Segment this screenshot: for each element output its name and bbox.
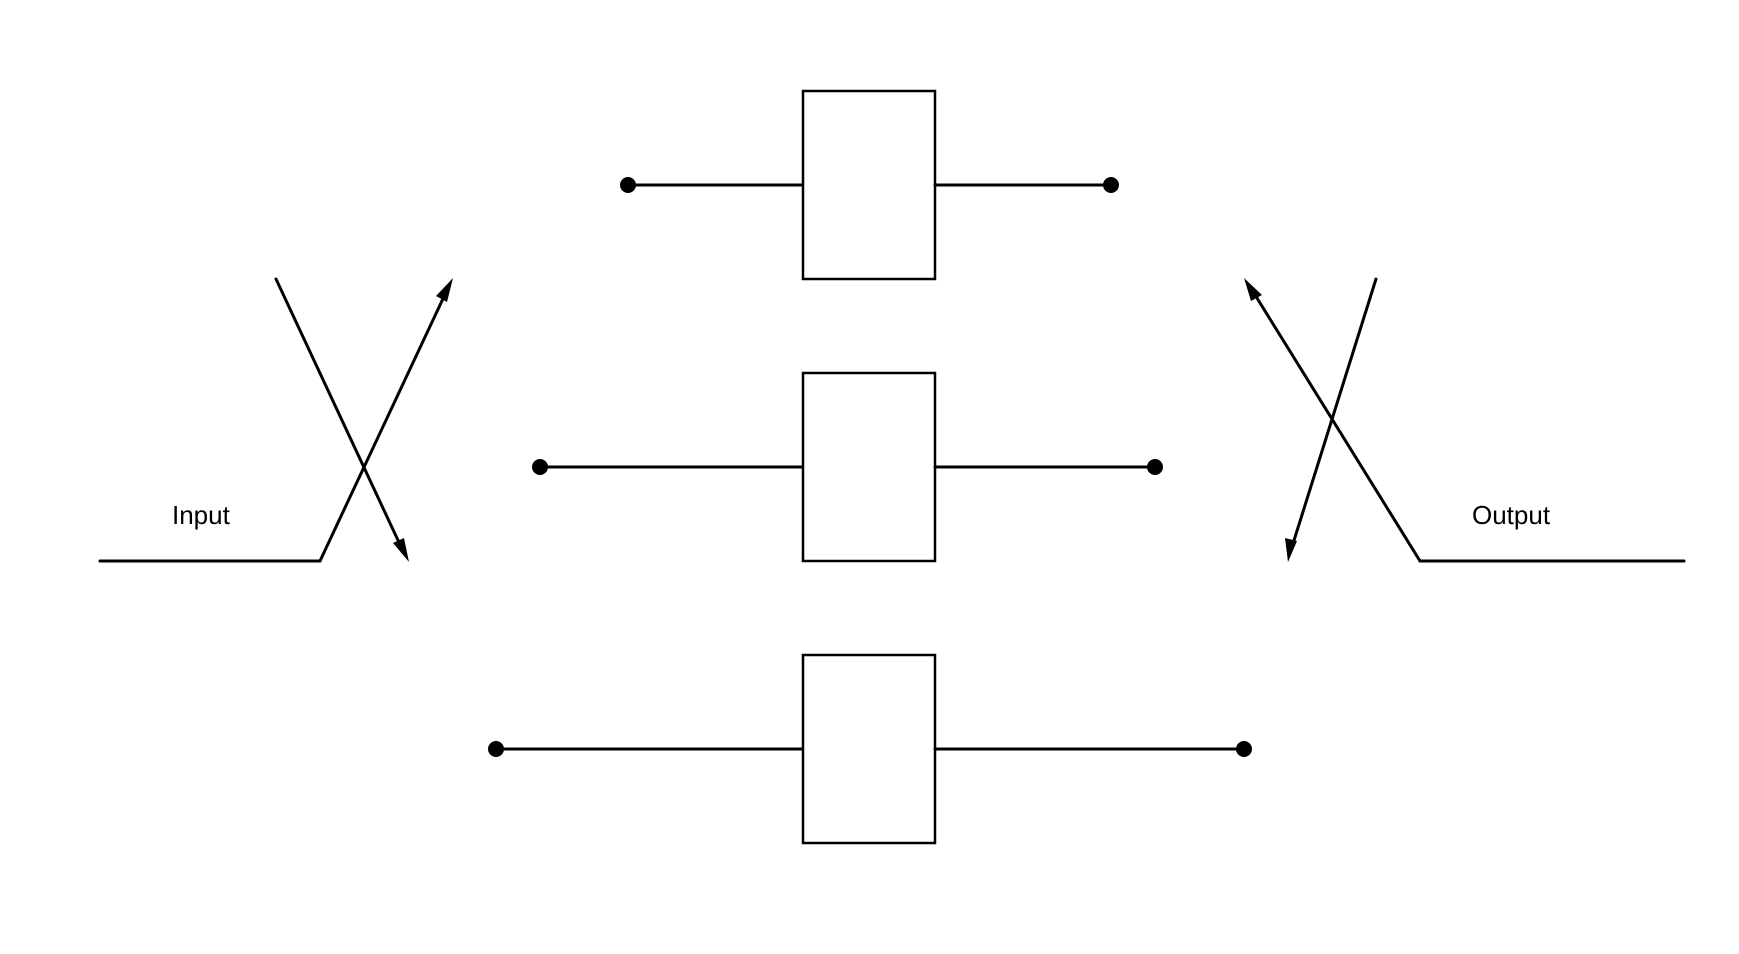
middle-branch-box: [801, 371, 937, 563]
output-switch-arm-up: [1250, 288, 1422, 563]
input-label: Input: [172, 500, 231, 530]
bottom-branch-right-terminal: [1236, 741, 1252, 757]
bottom-branch-left-terminal: [488, 741, 504, 757]
bottom-branch: [488, 653, 1252, 845]
bottom-branch-box: [801, 653, 937, 845]
middle-branch-left-terminal: [532, 459, 548, 475]
input-arrow-down-icon: [393, 538, 409, 562]
output-arrow-up-icon: [1244, 278, 1262, 301]
input-switch-arm-up: [318, 286, 450, 563]
output-label: Output: [1472, 500, 1551, 530]
top-branch-left-terminal: [620, 177, 636, 193]
output-switch-arm-down: [1289, 277, 1378, 552]
top-branch-box: [801, 89, 937, 281]
top-branch: [620, 89, 1119, 281]
output-arrow-down-icon: [1285, 538, 1297, 562]
middle-branch-right-terminal: [1147, 459, 1163, 475]
input-switch: Input: [98, 277, 453, 563]
top-branch-right-terminal: [1103, 177, 1119, 193]
input-switch-arm-down: [274, 277, 405, 553]
output-switch: Output: [1244, 277, 1686, 563]
middle-branch: [532, 371, 1163, 563]
input-arrow-up-icon: [436, 278, 453, 302]
